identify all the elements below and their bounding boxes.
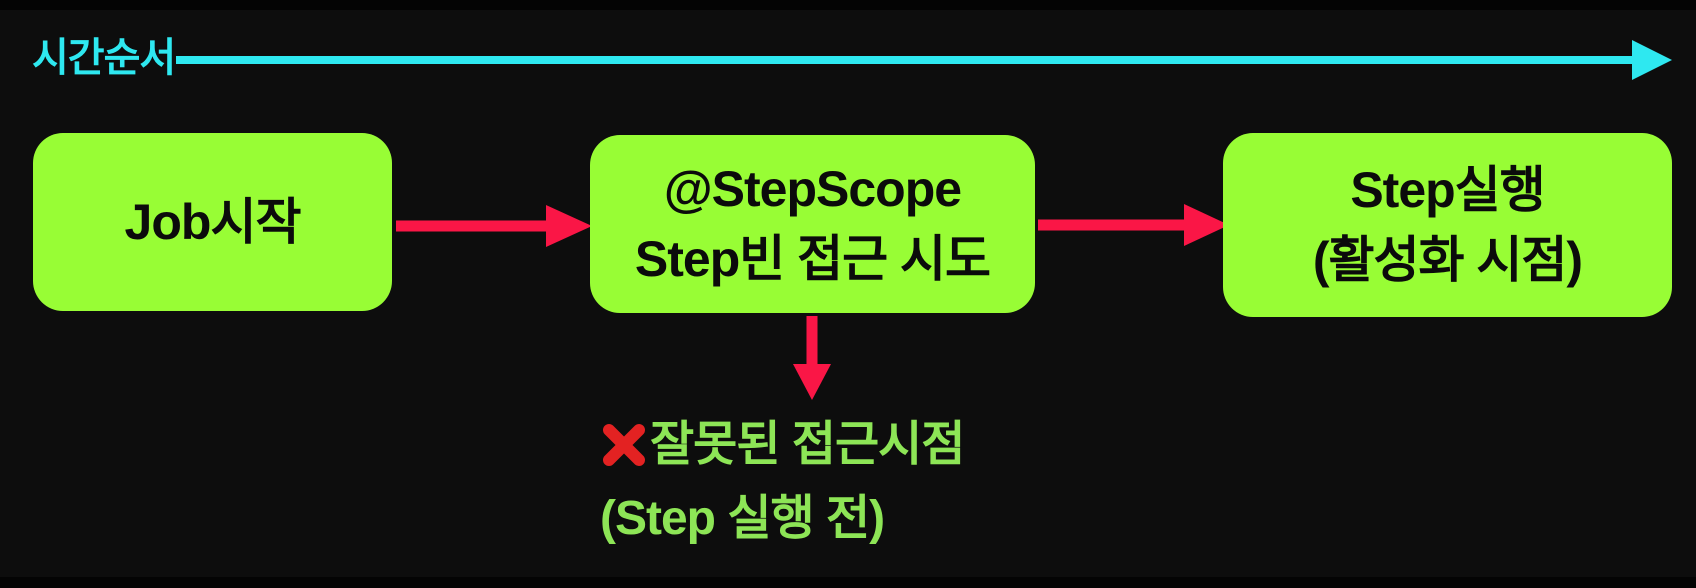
timeline-arrow [176, 40, 1672, 80]
node-stepscope-access-line1: @StepScope [663, 161, 962, 217]
bottom-edge-strip [0, 577, 1696, 588]
node-job-start-label: Job시작 [124, 194, 302, 250]
wrong-timing-caption-line2: (Step 실행 전) [600, 492, 885, 545]
wrong-timing-caption-line1: 잘못된 접근시점 [650, 418, 965, 471]
flow-arrow-scope-to-step-icon [1038, 204, 1229, 246]
top-edge-strip [0, 0, 1696, 10]
node-stepscope-access-line2: Step빈 접근 시도 [634, 231, 991, 287]
node-step-execute-line1: Step실행 [1350, 162, 1545, 218]
timeline-label: 시간순서 [32, 36, 176, 80]
cross-mark-icon [603, 424, 645, 466]
wrong-timing-caption: 잘못된 접근시점 (Step 실행 전) [600, 408, 965, 556]
flow-arrow-job-to-scope-icon [396, 205, 592, 247]
node-step-execute: Step실행 (활성화 시점) [1223, 133, 1672, 317]
flow-arrow-wrong-timing-icon [793, 316, 831, 400]
node-job-start: Job시작 [33, 133, 392, 311]
node-stepscope-access: @StepScope Step빈 접근 시도 [590, 135, 1035, 313]
node-step-execute-line2: (활성화 시점) [1312, 232, 1583, 288]
